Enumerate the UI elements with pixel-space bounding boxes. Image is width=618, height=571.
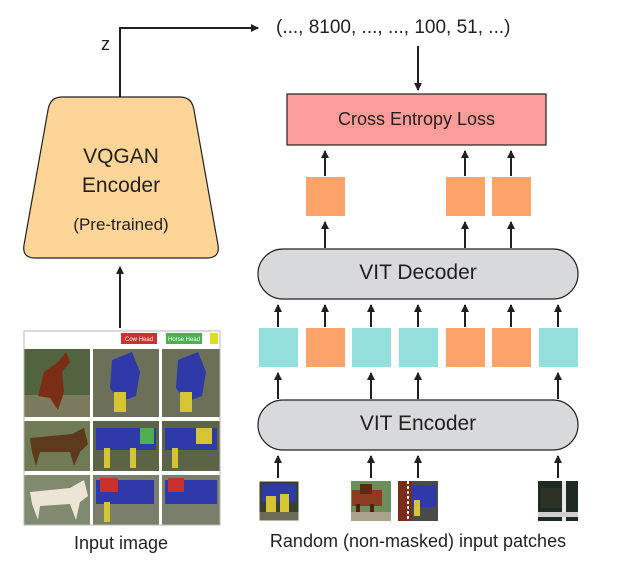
vit-decoder-label: VIT Decoder <box>359 261 477 284</box>
cow-head-tag-text: Cow Head <box>125 337 153 343</box>
loss-input-arrows <box>321 150 515 176</box>
input-image-frame <box>23 330 221 526</box>
z-arrow <box>119 24 259 97</box>
horse-head-tag <box>166 333 202 344</box>
decoder-output-arrows <box>321 221 515 248</box>
vit-encoder-label: VIT Encoder <box>359 412 477 435</box>
mask-token <box>306 328 345 367</box>
mask-token <box>492 328 531 367</box>
vit-encoder-block <box>257 399 579 451</box>
vqgan-encoder-block <box>23 96 219 259</box>
visible-token <box>539 328 578 367</box>
predicted-token <box>306 177 345 216</box>
input-patch <box>538 481 578 521</box>
encoder-note: (Pre-trained) <box>73 215 169 234</box>
patches-caption: Random (non-masked) input patches <box>269 531 567 551</box>
horse-head-tag-text: Horse Head <box>168 337 200 343</box>
cross-entropy-loss-box <box>286 93 547 146</box>
cross-entropy-loss-label: Cross Entropy Loss <box>337 109 496 129</box>
predicted-token <box>446 177 485 216</box>
encoder-title-line2: Encoder <box>81 174 161 197</box>
visible-token <box>399 328 438 367</box>
z-label: z <box>101 34 110 54</box>
output-sequence: (..., 8100, ..., ..., 100, 51, ...) <box>276 17 511 38</box>
decoder-input-arrows <box>274 304 562 327</box>
encoder-input-arrows <box>274 455 562 478</box>
input-patch <box>258 480 300 522</box>
token-row <box>259 328 578 367</box>
encoder-output-arrows <box>274 372 562 399</box>
predicted-token <box>492 177 531 216</box>
visible-token <box>259 328 298 367</box>
vit-decoder-block <box>257 248 579 300</box>
encoder-title-line1: VQGAN <box>83 145 159 168</box>
input-image-caption: Input image <box>73 533 169 553</box>
input-patch <box>351 481 391 521</box>
visible-token <box>352 328 391 367</box>
mask-token <box>446 328 485 367</box>
cow-head-tag <box>121 333 157 344</box>
predicted-tokens <box>306 177 531 216</box>
input-patch <box>398 481 438 521</box>
input-image-panel: Cow Head Horse Head <box>24 331 220 525</box>
